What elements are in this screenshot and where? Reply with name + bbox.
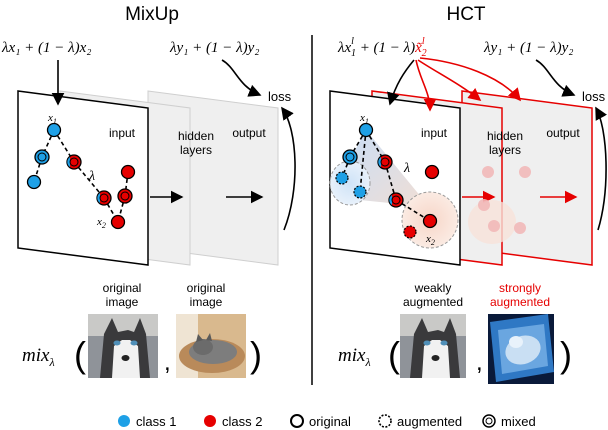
legend-mixed-marker-inner xyxy=(485,417,493,425)
hct-close-paren: ) xyxy=(560,334,572,375)
mixup-x1-label: x1 xyxy=(47,112,57,126)
hct-augment-region-blue xyxy=(329,160,371,206)
mixup-caption-1-line1: original xyxy=(103,281,142,295)
legend-original-marker xyxy=(290,414,304,428)
hct-point-augmented-blue xyxy=(335,171,349,185)
mixup-output-formula: λy₁ + (1 − λ)y₂ xyxy=(169,40,259,56)
mixup-point-mixed-half xyxy=(67,157,70,167)
mixup-mix-function: mixλ xyxy=(22,345,55,369)
hct-point-mixed xyxy=(342,149,358,165)
hct-output-label: output xyxy=(546,126,580,140)
mixup-point-class1 xyxy=(26,174,42,190)
mixup-point-class2 xyxy=(120,164,136,180)
hct-arrow-formula-hidden-1 xyxy=(415,59,437,112)
mixup-point-x1 xyxy=(46,122,62,138)
mixup-caption-1-line2: image xyxy=(106,295,139,309)
mixup-point-mixed xyxy=(66,154,82,170)
hct-layers-label: layers xyxy=(489,143,521,157)
hct-output-formula: λy₁ + (1 − λ)y₂ xyxy=(483,40,573,56)
hct-arrow-formula-output xyxy=(419,57,522,102)
husky-photo-weak xyxy=(400,314,466,378)
hct-arrow-output-loss xyxy=(595,106,607,231)
mixup-hidden-label: hidden xyxy=(178,129,214,143)
hct-point-x1 xyxy=(358,122,374,138)
hct-caption-1-line1: weakly xyxy=(414,281,452,295)
hct-open-paren: ( xyxy=(388,334,400,375)
hct-point-mixed-inner xyxy=(391,195,401,205)
mixup-panel: MixUp λx₁ + (1 − λ)x₂ λy₁ + (1 − λ)y₂ in… xyxy=(1,4,296,378)
mixup-point-mixed-inner xyxy=(120,191,130,201)
hct-caption-2-line1: strongly xyxy=(499,281,541,295)
hct-point-mixed xyxy=(377,154,393,170)
cat-photo-original xyxy=(176,314,246,378)
mixup-loss-label: loss xyxy=(268,89,292,104)
mixup-output-label: output xyxy=(232,126,266,140)
legend-mixed-label: mixed xyxy=(501,414,536,429)
mixup-title: MixUp xyxy=(125,4,179,25)
hct-mix-function: mixλ xyxy=(338,345,371,369)
hct-point-x2 xyxy=(422,213,438,229)
hct-point-mixed-inner xyxy=(345,152,355,162)
hct-input-label: input xyxy=(421,126,448,140)
hct-comma: , xyxy=(476,349,483,376)
hct-point-mixed xyxy=(388,192,404,208)
mixup-point-mixed xyxy=(117,188,133,204)
hct-point-augmented-blue xyxy=(353,185,367,199)
hct-hidden-echo-points xyxy=(478,166,531,234)
mixup-layers-label: layers xyxy=(180,143,212,157)
hct-arrow-label-loss xyxy=(535,59,576,97)
mixup-point-mixed-half xyxy=(97,193,100,203)
husky-photo-original xyxy=(88,314,158,378)
mixup-comma: , xyxy=(164,349,171,376)
mixup-point-mixed xyxy=(34,149,50,165)
mixup-point-mixed-inner xyxy=(69,157,79,167)
legend: class 1 class 2 original augmented mixed xyxy=(118,414,536,429)
legend-class2-marker xyxy=(204,415,216,427)
mixup-x2-label: x2 xyxy=(96,216,106,230)
legend-augmented-marker xyxy=(378,414,392,428)
hct-title: HCT xyxy=(446,4,485,25)
mixup-open-paren: ( xyxy=(74,334,86,375)
mixup-point-mixed-inner xyxy=(99,193,109,203)
hct-hidden-label: hidden xyxy=(487,129,523,143)
legend-class1-marker xyxy=(118,415,130,427)
mixup-input-formula: λx₁ + (1 − λ)x₂ xyxy=(1,40,91,56)
hct-caption-2-line2: augmented xyxy=(490,295,550,309)
hct-point-mixed-half xyxy=(389,195,392,205)
mixup-lambda-label: λ xyxy=(88,169,95,184)
legend-original-label: original xyxy=(309,414,351,429)
cat-photo-strong xyxy=(488,314,554,384)
hct-point-mixed-inner xyxy=(380,157,390,167)
legend-augmented-label: augmented xyxy=(397,414,462,429)
legend-class1-label: class 1 xyxy=(136,414,176,429)
hct-point-mixed-half xyxy=(378,157,381,167)
mixup-point-x2 xyxy=(110,214,126,230)
mixup-close-paren: ) xyxy=(250,334,262,375)
hct-point-class2 xyxy=(424,164,440,180)
mixup-input-label: input xyxy=(109,126,136,140)
hct-loss-label: loss xyxy=(582,89,606,104)
hct-caption-1-line2: augmented xyxy=(403,295,463,309)
hct-point-augmented-red xyxy=(403,225,417,239)
hct-x2-label: x2 xyxy=(425,233,435,247)
legend-class2-label: class 2 xyxy=(222,414,262,429)
mixup-caption-2-line1: original xyxy=(187,281,226,295)
hct-arrow-formula-input xyxy=(387,59,415,106)
mixup-point-mixed-inner xyxy=(37,152,47,162)
hct-x1-label: x1 xyxy=(359,112,369,126)
legend-mixed-marker xyxy=(482,414,496,428)
hct-lambda-label: λ xyxy=(403,161,410,176)
mixup-arrow-output-loss xyxy=(281,106,296,231)
hct-arrow-formula-hidden-2 xyxy=(417,59,482,101)
mixup-arrow-label-loss xyxy=(221,59,262,97)
mixup-point-mixed xyxy=(96,190,112,206)
mixup-caption-2-line2: image xyxy=(190,295,223,309)
